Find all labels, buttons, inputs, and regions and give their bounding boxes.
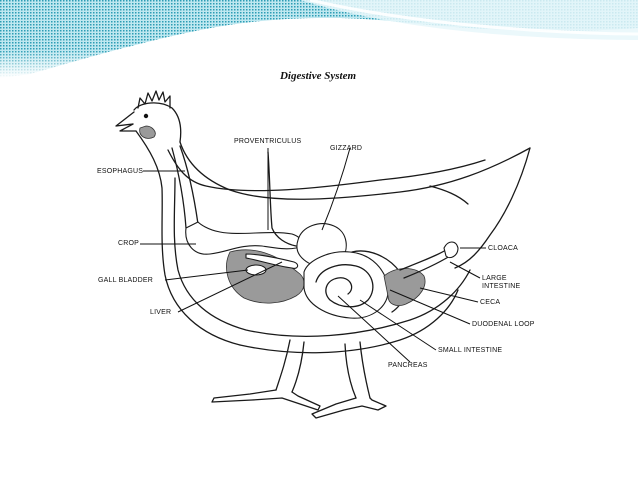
label-proventriculus: PROVENTRICULUS [234,138,301,146]
label-gall-bladder: GALL BLADDER [98,277,153,285]
label-duodenal-loop: DUODENAL LOOP [472,321,535,329]
label-pancreas: PANCREAS [388,362,428,370]
digestive-organs [172,146,458,318]
label-liver: LIVER [150,309,171,317]
label-gizzard: GIZZARD [330,145,362,153]
label-large-intestine-line1: LARGE [482,275,507,283]
label-ceca: CECA [480,299,500,307]
label-crop: CROP [118,240,139,248]
label-esophagus: ESOPHAGUS [97,168,143,176]
label-large-intestine-line2: INTESTINE [482,283,520,291]
label-small-intestine: SMALL INTESTINE [438,347,502,355]
label-cloaca: CLOACA [488,245,518,253]
